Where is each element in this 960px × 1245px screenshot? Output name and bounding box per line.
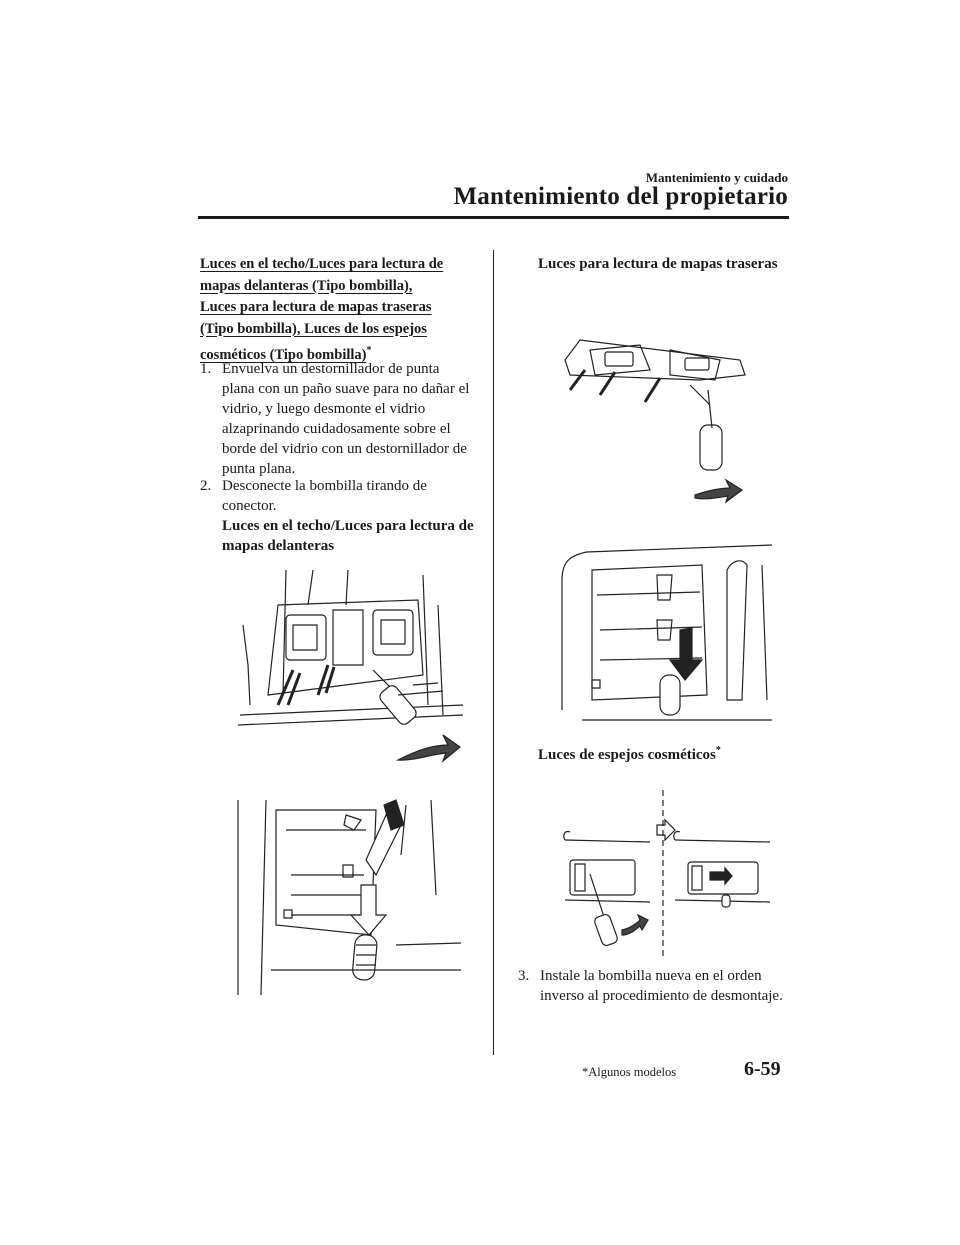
subheading-vanity-lights: Luces de espejos cosméticos* [538,745,721,764]
rear-lights-lens-removal-illustration [560,330,750,515]
step-number: 3. [518,968,530,984]
subheading-front-lights: Luces en el techo/Luces para lectura de … [222,518,474,554]
header-rule [198,216,789,219]
topic-heading-line: mapas delanteras (Tipo bombilla), [200,277,413,294]
page-number: 6-59 [744,1058,781,1080]
optional-mark: * [715,745,721,756]
topic-heading-line: cosméticos (Tipo bombilla) [200,346,367,363]
vanity-mirror-lights-illustration [560,790,775,960]
column-divider [493,250,494,1055]
step-number: 1. [200,361,212,377]
topic-heading-line: (Tipo bombilla), Luces de los espejos [200,320,427,337]
topic-heading-line: Luces en el techo/Luces para lectura de [200,256,444,272]
front-lights-lens-removal-illustration [238,565,463,775]
rear-bulb-disconnect-illustration [562,540,772,720]
chapter-title: Mantenimiento del propietario [453,183,788,210]
step-number: 2. [200,478,212,494]
step-2: 2. Desconecte la bombilla tirando de con… [200,476,475,516]
step-3: 3. Instale la bombilla nueva en el orden… [518,966,788,1006]
step-text: Desconecte la bombilla tirando de conect… [222,478,427,514]
front-bulb-disconnect-illustration [236,795,461,995]
footnote-some-models: *Algunos modelos [582,1065,677,1079]
step-1: 1. Envuelva un destornillador de punta p… [200,359,475,479]
topic-heading: Luces en el techo/Luces para lectura de … [200,254,470,366]
step-text: Instale la bombilla nueva en el orden in… [540,968,783,1004]
topic-heading-line: Luces para lectura de mapas traseras [200,299,432,315]
subheading-rear-lights: Luces para lectura de mapas traseras [538,256,778,272]
section-title: Mantenimiento y cuidado [645,170,788,185]
step-text: Envuelva un destornillador de punta plan… [222,361,470,477]
subheading-vanity-text: Luces de espejos cosméticos [538,747,716,763]
optional-mark: * [366,345,372,356]
